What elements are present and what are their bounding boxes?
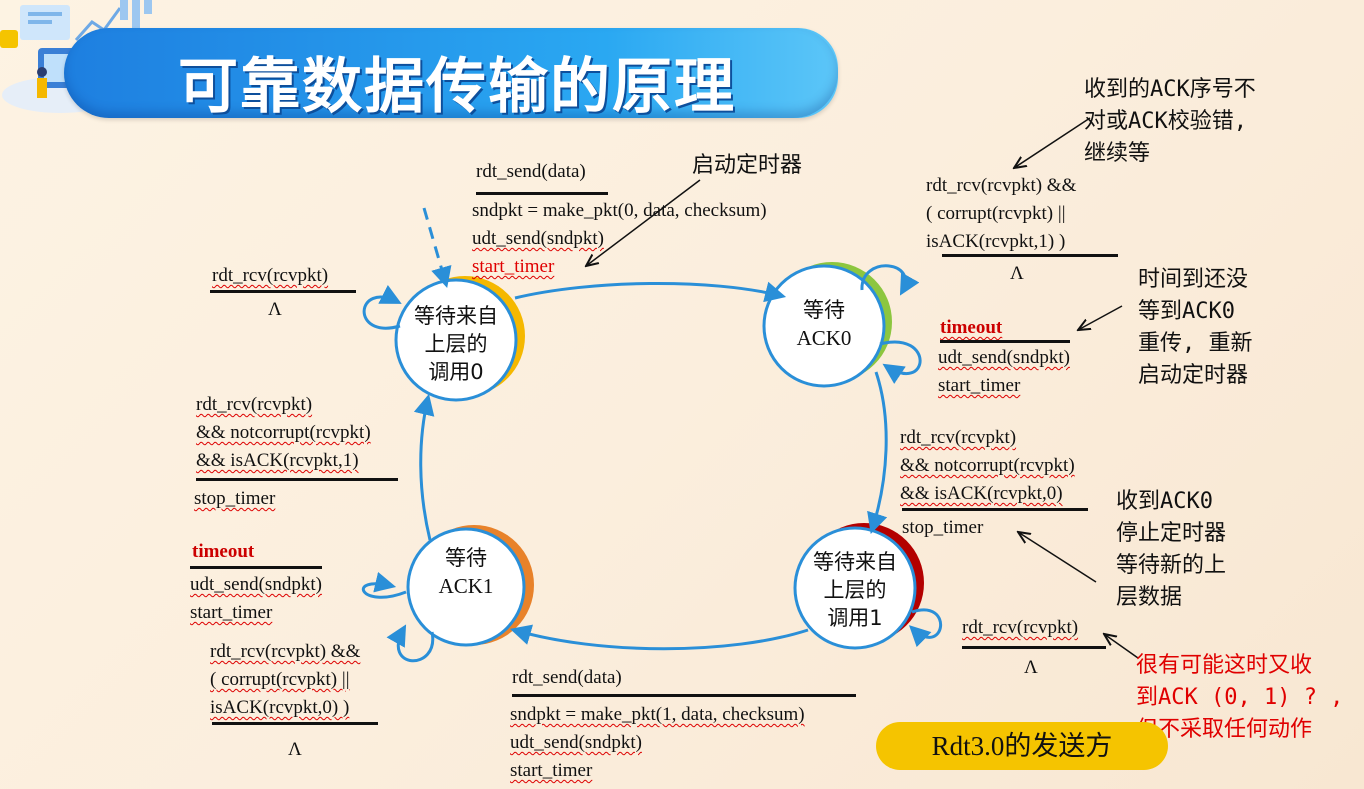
left-up-event-1: rdt_rcv(rcvpkt) bbox=[196, 394, 313, 415]
note-wrong-ack-3: 继续等 bbox=[1084, 141, 1151, 166]
left-up-event-3: && isACK(rcvpkt,1) bbox=[196, 450, 359, 471]
arrow-call1-to-ack1 bbox=[509, 624, 809, 651]
state-ack1-line2: ACK1 bbox=[438, 574, 494, 598]
left-up-bar bbox=[196, 478, 398, 481]
bottom-bar bbox=[512, 694, 856, 697]
state-wait-ack0 bbox=[762, 264, 886, 388]
arrow-call0-to-ack0 bbox=[514, 281, 787, 303]
note-timeout-3: 重传, 重新 bbox=[1138, 331, 1253, 356]
left-up-event-2: && notcorrupt(rcvpkt) bbox=[196, 422, 371, 443]
pointer-wrong-ack bbox=[1014, 117, 1091, 168]
state-call1-line1: 等待来自 bbox=[813, 550, 897, 574]
ack1-corrupt-bar bbox=[212, 722, 378, 725]
ack1-corrupt-event-2: ( corrupt(rcvpkt) || bbox=[210, 669, 350, 690]
ack0-timeout-event: timeout bbox=[940, 317, 1003, 338]
left-selfloop-event: rdt_rcv(rcvpkt) bbox=[212, 265, 329, 286]
state-wait-ack1 bbox=[406, 527, 526, 647]
ack0-corrupt-event-3: isACK(rcvpkt,1) ) bbox=[926, 231, 1066, 252]
right-down-event-2: && notcorrupt(rcvpkt) bbox=[900, 455, 1075, 476]
state-call0-line3: 调用0 bbox=[428, 360, 484, 384]
state-call0-line2: 上层的 bbox=[424, 332, 488, 356]
ack0-corrupt-action: Λ bbox=[1010, 263, 1024, 284]
page-title: 可靠数据传输的原理 bbox=[178, 52, 736, 122]
ack0-timeout-action-2: start_timer bbox=[938, 375, 1021, 396]
call1-selfloop-event: rdt_rcv(rcvpkt) bbox=[962, 617, 1079, 638]
call1-selfloop-bar bbox=[962, 646, 1106, 649]
left-selfloop-bar bbox=[210, 290, 356, 293]
selfloop-ack0-top bbox=[860, 264, 920, 296]
state-label-call1: 等待来自 上层的 调用1 bbox=[795, 548, 915, 632]
ack1-corrupt-event-1: rdt_rcv(rcvpkt) && bbox=[210, 641, 361, 662]
state-wait-call-0 bbox=[394, 278, 518, 402]
ack0-corrupt-event-1: rdt_rcv(rcvpkt) && bbox=[926, 175, 1077, 196]
ack1-timeout-action-1: udt_send(sndpkt) bbox=[190, 574, 322, 595]
left-up-action: stop_timer bbox=[194, 488, 276, 509]
bottom-action-2: udt_send(sndpkt) bbox=[510, 732, 642, 753]
note-ack0-received-4: 层数据 bbox=[1116, 585, 1183, 610]
top-bar bbox=[476, 192, 608, 195]
initial-arrow bbox=[422, 207, 452, 289]
state-label-ack1: 等待 ACK1 bbox=[406, 544, 526, 600]
arrow-ack1-to-call0 bbox=[413, 393, 435, 541]
note-ack0-received-1: 收到ACK0 bbox=[1116, 489, 1213, 514]
top-action-2: udt_send(sndpkt) bbox=[472, 228, 604, 249]
top-start-timer: start_timer bbox=[472, 256, 555, 277]
note-ack0-received-2: 停止定时器 bbox=[1116, 521, 1227, 546]
state-call0-line1: 等待来自 bbox=[414, 304, 498, 328]
ack0-corrupt-bar bbox=[942, 254, 1118, 257]
bottom-event: rdt_send(data) bbox=[512, 667, 622, 688]
right-down-event-3: && isACK(rcvpkt,0) bbox=[900, 483, 1063, 504]
bottom-action-1: sndpkt = make_pkt(1, data, checksum) bbox=[510, 704, 805, 725]
sender-badge bbox=[876, 722, 1168, 770]
note-timeout-4: 启动定时器 bbox=[1138, 363, 1249, 388]
note-possible-ack-2: 到ACK (0, 1) ? , bbox=[1136, 685, 1344, 710]
note-possible-ack-1: 很有可能这时又收 bbox=[1136, 653, 1313, 678]
state-call1-line2: 上层的 bbox=[823, 578, 887, 602]
pointer-start-timer bbox=[586, 179, 701, 266]
ack0-corrupt-event-2: ( corrupt(rcvpkt) || bbox=[926, 203, 1066, 224]
selfloop-ack0-right bbox=[879, 340, 922, 385]
state-ack1-line1: 等待 bbox=[445, 546, 487, 570]
arrow-ack0-to-call1 bbox=[867, 371, 888, 535]
ack1-corrupt-action: Λ bbox=[288, 739, 302, 760]
title-banner bbox=[64, 28, 838, 118]
state-ack0-line2: ACK0 bbox=[796, 326, 852, 350]
note-ack0-received-3: 等待新的上 bbox=[1116, 553, 1227, 578]
call1-selfloop-action: Λ bbox=[1024, 657, 1038, 678]
bottom-action-3: start_timer bbox=[510, 760, 593, 781]
top-event: rdt_send(data) bbox=[476, 161, 586, 182]
ack0-timeout-action-1: udt_send(sndpkt) bbox=[938, 347, 1070, 368]
sender-badge-label: Rdt3.0的发送方 bbox=[931, 731, 1113, 761]
state-call1-line3: 调用1 bbox=[827, 606, 883, 630]
selfloop-call0 bbox=[362, 285, 402, 330]
pointer-stop-timer bbox=[1018, 532, 1097, 583]
note-timeout-2: 等到ACK0 bbox=[1138, 299, 1235, 324]
left-selfloop-action: Λ bbox=[268, 299, 282, 320]
note-wrong-ack-1: 收到的ACK序号不 bbox=[1084, 77, 1256, 102]
selfloop-call1 bbox=[908, 608, 943, 648]
note-start-timer: 启动定时器 bbox=[692, 153, 803, 178]
note-timeout-1: 时间到还没 bbox=[1138, 267, 1249, 292]
note-wrong-ack-2: 对或ACK校验错, bbox=[1084, 109, 1247, 134]
pointer-possible-ack bbox=[1104, 634, 1139, 659]
selfloop-ack1-bottom bbox=[386, 624, 435, 663]
state-wait-call-1 bbox=[793, 526, 917, 650]
state-label-ack0: 等待 ACK0 bbox=[764, 296, 884, 352]
ack1-timeout-event: timeout bbox=[192, 541, 255, 562]
ack1-timeout-action-2: start_timer bbox=[190, 602, 273, 623]
state-label-call0: 等待来自 上层的 调用0 bbox=[396, 302, 516, 386]
right-down-action: stop_timer bbox=[902, 517, 984, 538]
selfloop-ack1-left bbox=[361, 571, 407, 599]
top-action-1: sndpkt = make_pkt(0, data, checksum) bbox=[472, 200, 767, 221]
ack1-corrupt-event-3: isACK(rcvpkt,0) ) bbox=[210, 697, 350, 718]
pointer-timeout bbox=[1078, 305, 1123, 330]
right-down-event-1: rdt_rcv(rcvpkt) bbox=[900, 427, 1017, 448]
ack0-timeout-bar bbox=[940, 340, 1070, 343]
state-ack0-line1: 等待 bbox=[803, 298, 845, 322]
right-down-bar bbox=[902, 508, 1088, 511]
ack1-timeout-bar bbox=[190, 566, 322, 569]
